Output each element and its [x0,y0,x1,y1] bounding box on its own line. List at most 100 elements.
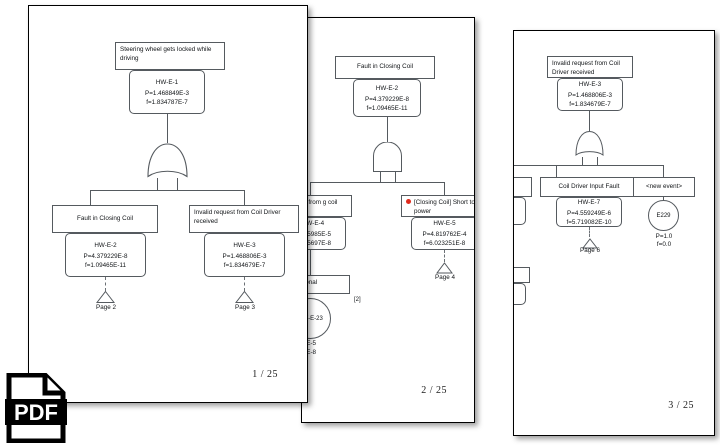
child-event-label: [Closing Coil] Short to power [414,199,475,215]
page-number-footer: 2 / 25 [421,385,447,396]
transfer-line [589,227,590,237]
gate-probability: P=4.379229E-8 [365,95,409,103]
connector-line [444,182,445,195]
gate-frequency: f=1.09465E-11 [84,261,127,269]
left-extra-event-box: ENER [514,267,530,283]
gate-probability: P=4.819762E-4 [422,231,467,238]
gate-id: HW-E-5 [433,220,456,227]
or-gate-icon [146,142,189,179]
basic-event-id: HW-E-23 [302,315,323,322]
pdf-icon-label: PDF [14,400,58,425]
child-event-box-3: <new event> [633,177,695,197]
multiplicity-label: [2] [354,297,361,303]
top-event-box: Steering wheel gets locked while driving [115,42,225,70]
connector-bus [310,182,445,183]
page-number-footer: 3 / 25 [668,400,694,411]
gate-probability: P=1.468806E-3 [222,252,267,260]
connector-line [244,190,245,206]
child-gate-box-2: HW-E-7 P=4.559249E-6 f=5.719082E-10 [556,197,622,227]
connector-line [167,114,168,143]
or-gate-icon [574,130,605,157]
page-thumbnail-1[interactable]: Steering wheel gets locked while driving… [28,5,308,403]
transfer-page-caption: Page 6 [580,247,600,254]
sub-event-label: 2U2] Functional [302,279,318,286]
basic-event-frequency: f=0.0 [656,241,672,248]
child-event-box-1: Fault [514,177,532,197]
gate-probability: P=4.559249E-6 [567,209,611,217]
gate-frequency: f=1.834787E-7 [146,98,188,106]
connector-line [310,250,311,275]
child-event-box-1: nteraction from g coil [302,195,352,217]
connector-line [589,111,590,131]
connector-line [177,178,178,190]
basic-event-id: E229 [656,212,671,219]
connector-line [556,165,557,177]
top-event-label: Invalid request from Coil Driver receive… [552,60,620,76]
connector-line [663,197,664,201]
page-number-footer: 1 / 25 [252,369,278,380]
basic-event-probability: P=1.0 [655,233,673,240]
connector-line [395,172,396,182]
gate-id: HW-E-3 [578,81,602,88]
page-thumbnail-3[interactable]: Invalid request from Coil Driver receive… [513,30,715,436]
pdf-file-icon[interactable]: PDF [5,372,67,444]
child-gate-box-1: HW-E-2 P=4.379229E-8 f=1.09465E-11 [65,233,146,277]
top-event-label: Steering wheel gets locked while driving [120,46,212,62]
connector-line [597,157,598,165]
gate-frequency: f=1.834679E-7 [223,261,266,269]
gate-probability: P=1.468849E-3 [145,89,189,97]
transfer-triangle-icon [581,236,599,254]
child-event-label: nteraction from g coil [302,199,338,206]
child-gate-box-1 [514,197,526,225]
child-event-box-1: Fault in Closing Coil [52,205,158,233]
transfer-page-caption: Page 4 [435,274,455,281]
child-event-label: Invalid request from Coil Driver receive… [194,209,281,225]
top-event-label: Fault in Closing Coil [357,63,413,71]
child-gate-box-2: HW-E-5 P=4.819762E-4 f=6.023251E-8 [411,217,474,250]
top-event-box: Fault in Closing Coil [335,56,435,79]
red-status-dot-icon [406,199,411,204]
child-gate-box-2: HW-E-3 P=1.468806E-3 f=1.834679E-7 [204,233,285,277]
top-gate-box: HW-E-1 P=1.468849E-3 f=1.834787E-7 [129,70,205,114]
left-extra-gate-box [514,283,526,305]
gate-frequency: f=1.834679E-7 [569,101,611,108]
transfer-triangle-icon [234,290,255,309]
gate-probability: P=4.379229E-8 [83,252,128,260]
child-event-box-2: Coil Driver Input Fault [540,177,638,197]
top-gate-box: HW-E-3 P=1.468806E-3 f=1.834679E-7 [557,78,623,111]
page-thumbnail-2[interactable]: Fault in Closing Coil HW-E-2 P=4.379229E… [301,17,475,423]
sub-event-box: 2U2] Functional [302,275,350,294]
connector-line [380,172,381,182]
top-event-box: Invalid request from Coil Driver receive… [547,56,633,78]
connector-line [663,165,664,177]
gate-id: HW-E-3 [233,241,256,249]
transfer-triangle-icon [95,290,116,309]
gate-frequency: 1.135697E-8 [302,240,332,247]
connector-bus [514,165,664,166]
gate-id: HW-E-1 [155,78,179,86]
connector-bus [90,190,245,191]
gate-frequency: f=5.719082E-10 [566,218,612,226]
gate-frequency: f=6.023251E-8 [423,240,466,247]
connector-line [90,190,91,206]
gate-frequency: f=1.09465E-11 [366,104,408,112]
child-event-label: Coil Driver Input Fault [558,182,620,190]
child-event-label: <new event> [645,182,683,190]
and-gate-icon [371,142,404,173]
gate-id: HW-E-4 [301,220,325,227]
gate-id: HW-E-7 [577,198,601,206]
transfer-line [444,250,445,262]
basic-event-circle: E229 [648,200,679,231]
connector-line [387,117,388,143]
basic-event-probability: 9.085985E-5 [302,340,317,347]
connector-line [582,157,583,165]
connector-line [157,178,158,190]
transfer-page-caption: Page 3 [235,304,255,311]
gate-probability: P=1.468806E-3 [568,92,612,99]
transfer-line [244,277,245,291]
child-event-box-2: [Closing Coil] Short to power [401,195,475,217]
gate-probability: 9.085985E-5 [302,231,332,238]
transfer-page-caption: Page 2 [96,304,116,311]
connector-line [310,182,311,195]
